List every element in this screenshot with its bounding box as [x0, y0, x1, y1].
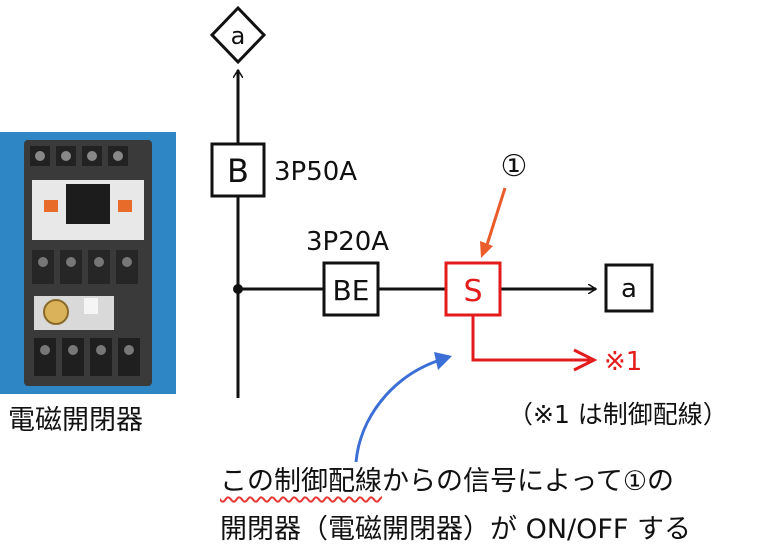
callout-number: ① [501, 149, 528, 184]
top-terminal-label: a [231, 22, 246, 50]
middle-terminals [32, 250, 138, 284]
right-terminal: a [604, 263, 654, 313]
caption-line-2: 開閉器（電磁開閉器）が ON/OFF する [220, 514, 692, 545]
caption: この制御配線からの信号によって①の 開閉器（電磁開閉器）が ON/OFF する [220, 458, 691, 554]
orange-mark-right [118, 200, 132, 212]
photo-label: 電磁開閉器 [8, 405, 143, 436]
caption-highlight: この制御配線 [220, 466, 382, 497]
main-breaker: B 3P50A [210, 142, 357, 198]
breaker-symbol-b: B [227, 152, 249, 190]
breaker-rating-branch: 3P20A [306, 227, 389, 257]
magnetic-switch: S [444, 261, 502, 317]
blue-pointer-curve [354, 358, 441, 463]
blue-pointer-arrowhead-icon [434, 352, 452, 370]
breaker-rating-main: 3P50A [274, 157, 357, 187]
top-terminal: a [209, 5, 267, 65]
adjust-dial-icon [43, 299, 69, 325]
breaker-symbol-be: BE [333, 274, 370, 307]
control-line [471, 315, 590, 362]
switch-symbol-s: S [463, 274, 482, 309]
contactor-photo [0, 132, 176, 394]
contact-window [66, 184, 110, 224]
control-wiring-note: （※1 は制御配線） [508, 400, 728, 429]
caption-line-1-rest: からの信号によって①の [382, 466, 675, 497]
right-terminal-label: a [621, 274, 637, 304]
breaker-box-b [210, 142, 266, 198]
terminal-diamond-icon [209, 5, 267, 65]
bottom-terminals [34, 338, 140, 376]
control-arrow-icon [573, 348, 598, 372]
caption-line-1: この制御配線からの信号によって①の [220, 458, 691, 506]
callout-arrowhead-icon [480, 241, 493, 258]
control-wiring: ※1 [471, 315, 642, 377]
control-output-label: ※1 [604, 347, 642, 377]
orange-mark-left [44, 200, 58, 212]
breaker-box-be [322, 261, 380, 317]
reset-button-icon [84, 298, 98, 314]
top-terminals [30, 146, 128, 166]
blue-pointer [354, 352, 452, 463]
terminal-box [604, 263, 654, 313]
branch-breaker: 3P20A BE [306, 227, 389, 317]
callout-arrow-line [484, 187, 507, 249]
